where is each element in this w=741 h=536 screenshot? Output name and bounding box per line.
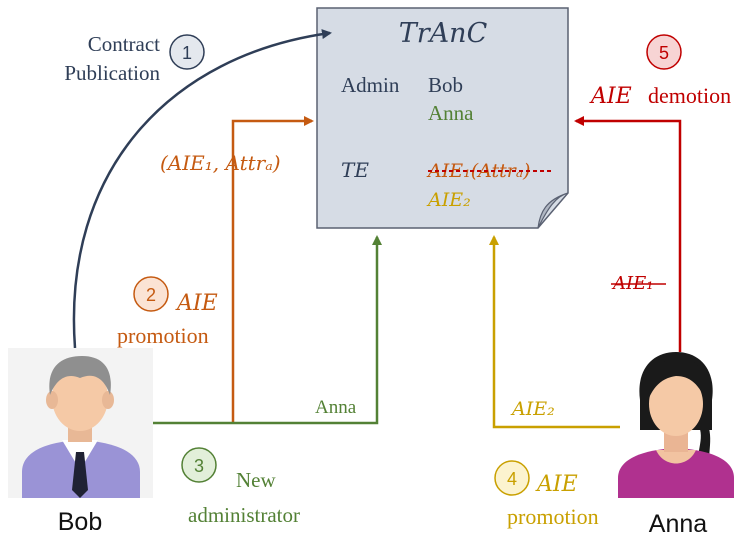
admin-anna: Anna — [428, 101, 474, 125]
step1-line1: Contract — [88, 32, 160, 56]
bob-promotion-arrow — [231, 116, 314, 423]
female-avatar-icon — [618, 352, 734, 498]
bob-name: Bob — [58, 508, 102, 536]
admin-bob: Bob — [428, 73, 463, 97]
step2-line2: promotion — [117, 323, 209, 348]
step5-number: 5 — [659, 43, 669, 63]
anna-name: Anna — [649, 510, 707, 536]
tuple-label: (AIE₁, Attrₐ) — [160, 151, 281, 175]
anna-promotion-arrow — [489, 235, 620, 429]
step3-number: 3 — [194, 456, 204, 476]
step4-line2: promotion — [507, 504, 599, 529]
step4-number: 4 — [507, 469, 517, 489]
step1-line2: Publication — [64, 61, 160, 85]
step5-badge: 5 — [646, 34, 682, 70]
step4-line1: AIE — [535, 472, 578, 497]
step4-badge: 4 — [494, 460, 530, 496]
step5-line2: demotion — [648, 83, 731, 108]
admin-label: Admin — [341, 73, 400, 97]
step3-line1: New — [236, 468, 276, 492]
step2-number: 2 — [146, 285, 156, 305]
te-label: TE — [341, 158, 369, 182]
document-title: TrAnC — [399, 18, 488, 49]
te-current-entry: AIE₂ — [426, 189, 471, 211]
contract-document-icon — [316, 7, 569, 229]
gold-aie2-label: AIE₂ — [510, 398, 555, 420]
anna-demotion-arrow — [574, 116, 682, 352]
step3-badge: 3 — [181, 447, 217, 483]
step5-line1: AIE — [589, 84, 632, 109]
step1-number: 1 — [182, 43, 192, 63]
publication-arrow — [72, 29, 332, 349]
male-avatar-icon — [8, 348, 153, 498]
new-admin-arrow — [153, 235, 382, 425]
green-anna-label: Anna — [315, 397, 357, 418]
step3-line2: administrator — [188, 503, 300, 527]
step1-badge: 1 — [169, 34, 205, 70]
step2-badge: 2 — [133, 276, 169, 312]
step2-line1: AIE — [175, 291, 218, 316]
